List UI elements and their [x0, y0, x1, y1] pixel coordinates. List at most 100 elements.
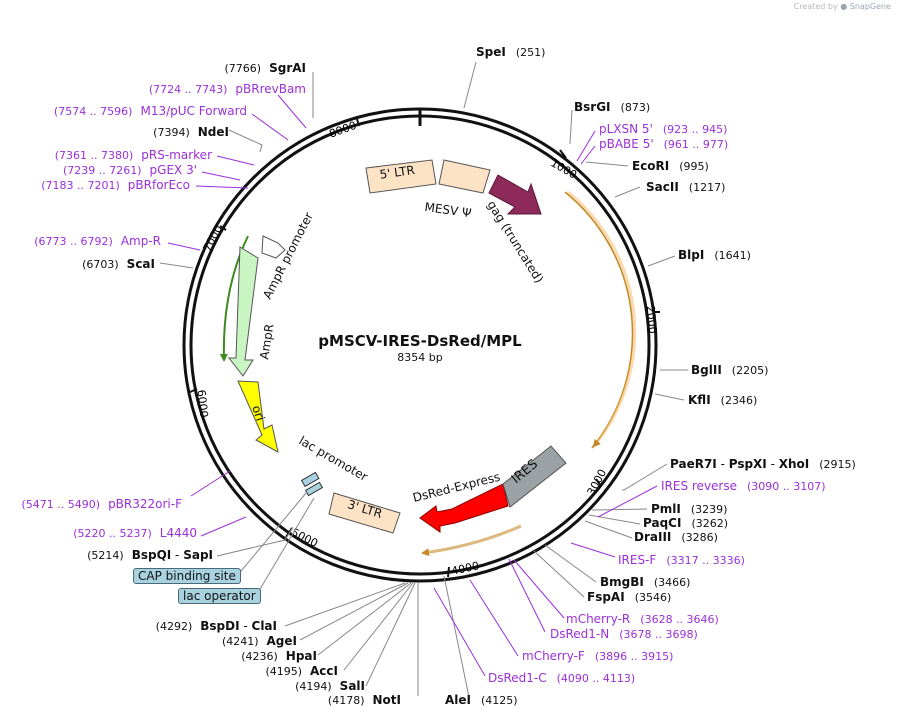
snapgene-logo: ●: [840, 2, 848, 11]
site-position: (7394): [153, 126, 190, 139]
leader-acci: [343, 582, 414, 671]
site-name: pRS-marker: [141, 148, 212, 162]
leader-ndei: [228, 129, 263, 153]
ampr-shape: [227, 246, 259, 377]
leader-lac-operator: [255, 497, 315, 597]
mesv-shape: [438, 159, 491, 194]
leader-blpi: [647, 255, 676, 267]
site-label-paqci: PaqCI (3262): [643, 516, 728, 530]
leader-paqci: [588, 514, 641, 525]
leader-dsred1-n: [508, 558, 546, 633]
site-position: (1641): [714, 249, 751, 262]
leader-scai: [159, 262, 194, 269]
cap-binding-site-label: CAP binding site: [133, 568, 241, 584]
site-name: IRES-F: [618, 553, 656, 567]
site-separator: -: [717, 457, 729, 471]
site-position: (4090 .. 4113): [557, 672, 636, 685]
leader-ecori: [585, 161, 629, 167]
site-label-pmli: PmlI(3239): [651, 502, 727, 516]
site-name: AleI: [445, 693, 471, 707]
site-position: (3546): [635, 591, 672, 604]
leader-pbr322ori-f: [190, 470, 231, 497]
site-label-alei: AleI (4125): [445, 693, 518, 707]
site-position: (7239 .. 7261): [63, 164, 142, 177]
scale-tick-mark: [219, 225, 227, 231]
site-name: BsrGI: [574, 100, 611, 114]
site-label-m13-puc-forward: (7574 .. 7596)M13/pUC Forward: [54, 104, 247, 118]
site-position: (5220 .. 5237): [73, 527, 152, 540]
site-position: (2346): [721, 394, 758, 407]
scale-tick-mark: [356, 118, 360, 127]
site-name: EcoRI: [632, 159, 669, 173]
site-position: (6773 .. 6792): [34, 235, 113, 248]
leader-pbabe-5: [580, 145, 596, 165]
site-name: ClaI: [252, 619, 277, 633]
orf-arc-right: [564, 191, 634, 449]
site-name: BspQI: [132, 548, 172, 562]
leader-lines: [159, 61, 688, 698]
site-position: (7724 .. 7743): [149, 83, 228, 96]
scale-tick-mark: [447, 566, 450, 578]
site-name: FspAI: [587, 590, 625, 604]
scale-tick-label: 2000: [644, 305, 659, 334]
site-name: HpaI: [286, 649, 317, 663]
site-separator: -: [240, 619, 252, 633]
ltr3-shape: [328, 492, 401, 534]
site-name: AccI: [310, 664, 338, 678]
site-label-pbrrevbam: (7724 .. 7743) pBRrevBam: [149, 82, 306, 96]
leader-mcherry-r: [513, 559, 565, 619]
site-name: DsRed1-C: [488, 671, 547, 685]
site-position: (1217): [689, 181, 726, 194]
site-label-draiii: DraIII (3286): [634, 530, 718, 544]
site-position: (3466): [654, 576, 691, 589]
leader-pae-psp-xho: [622, 463, 668, 491]
leader-amp-r: [167, 242, 201, 251]
site-name: NotI: [373, 693, 402, 707]
site-position: (4125): [481, 694, 518, 707]
site-position: (2915): [819, 458, 856, 471]
site-name: XhoI: [779, 457, 810, 471]
site-name: L4440: [160, 526, 197, 540]
site-label-bglii: BglII(2205): [691, 363, 768, 377]
site-name: PaqCI: [643, 516, 681, 530]
site-label-plxsn-5: pLXSN 5'(923 .. 945): [599, 122, 727, 136]
site-label-sacii: SacII(1217): [646, 180, 725, 194]
brand-prefix: Created by: [793, 2, 838, 11]
plasmid-length: 8354 bp: [397, 351, 442, 364]
site-label-blpi: BlpI(1641): [678, 248, 751, 262]
ires-shape: [502, 445, 567, 508]
leader-draiii: [584, 520, 633, 539]
site-position: (3239): [691, 503, 728, 516]
site-position: (4236): [241, 650, 278, 663]
site-label-hpai: (4236) HpaI: [241, 649, 317, 663]
site-position: (4178): [328, 694, 365, 707]
orf-arc-bottom: [421, 524, 522, 557]
site-position: (3678 .. 3698): [619, 628, 698, 641]
site-name: DraIII: [634, 530, 671, 544]
leader-ires-f: [570, 542, 616, 558]
site-name: BspDI: [200, 619, 239, 633]
site-position: (3262): [691, 517, 728, 530]
leader-m13-puc-forward: [251, 113, 289, 141]
site-label-pbabe-5: pBABE 5'(961 .. 977): [599, 137, 728, 151]
leader-bmgbi: [544, 544, 597, 583]
site-label-agei: (4241)AgeI: [222, 634, 297, 648]
site-label-pbr322ori-f: (5471 .. 5490)pBR322ori-F: [22, 497, 183, 511]
leader-pmli: [591, 508, 648, 511]
site-name: Amp-R: [121, 234, 161, 248]
leader-bspqi-sapi: [216, 526, 294, 557]
site-position: (995): [679, 160, 709, 173]
site-position: (7766): [225, 62, 262, 75]
site-separator: -: [767, 457, 779, 471]
site-label-amp-r: (6773 .. 6792) Amp-R: [34, 234, 161, 248]
site-position: (3317 .. 3336): [666, 554, 745, 567]
site-name: pBRrevBam: [235, 82, 306, 96]
leader-pgex-3: [201, 171, 241, 181]
site-label-dsred1-c: DsRed1-C (4090 .. 4113): [488, 671, 635, 685]
site-position: (3286): [681, 531, 718, 544]
site-name: mCherry-R: [566, 612, 630, 626]
site-name: SgrAI: [269, 61, 306, 75]
site-label-mcherry-f: mCherry-F(3896 .. 3915): [522, 649, 673, 663]
leader-cap-binding-site: [236, 492, 307, 577]
leader-bspdi-clai: [284, 582, 406, 627]
